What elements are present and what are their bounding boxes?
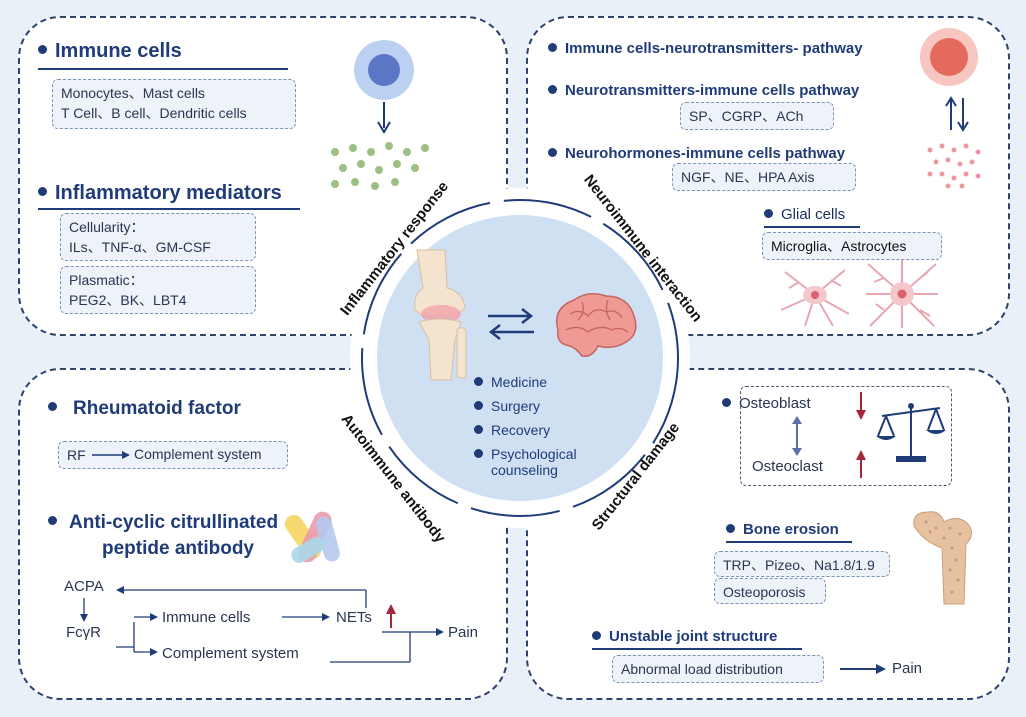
glial-cells-title: Glial cells [764,206,845,223]
osteoclast-label: Osteoclast [752,458,823,475]
complement-node: Complement system [162,645,299,662]
cellularity-box: Cellularity： ILs、TNF-α、GM-CSF [60,213,256,261]
brain-image [556,293,637,358]
abnormal-load-box: Abnormal load distribution [612,655,824,683]
accp-title-line2: peptide antibody [102,538,254,559]
femur-bone-image [913,511,972,605]
fcgr-label: FcγR [66,624,101,641]
pain-node-right: Pain [892,660,923,677]
center-item-recovery: Recovery [474,422,550,438]
immune-cells-title: Immune cells [38,40,182,63]
unstable-joint-title: Unstable joint structure [592,628,777,645]
osteoblast-down-arrow [856,392,866,420]
osteo-exchange-icon [792,416,802,456]
glial-underline [764,226,860,228]
rheumatoid-factor-title: Rheumatoid factor [48,398,241,420]
immune-cells-underline [38,68,288,70]
load-pain-arrow [840,664,886,674]
acpa-label: ACPA [64,578,104,595]
inflammatory-mediators-title: Inflammatory mediators [38,182,282,205]
bone-erosion-underline [726,541,852,543]
red-cell-image [920,28,978,86]
osteoporosis-box: Osteoporosis [714,578,826,604]
immune-cells-list: Monocytes、Mast cells T Cell、B cell、Dendr… [52,79,296,129]
exchange-vertical-icon [945,96,969,132]
pathway-2-title: Neurotransmitters-immune cells pathway [548,82,859,99]
immune-cell-image [354,40,414,134]
neuro-dots-image [927,143,981,189]
center-item-counseling: counseling [491,462,558,478]
bone-erosion-title: Bone erosion [726,521,839,538]
osteoclast-up-arrow [856,450,866,478]
pathway-1-title: Immune cells-neurotransmitters- pathway [548,40,863,57]
astrocyte-image [866,260,938,328]
unstable-underline [592,648,802,650]
pain-node-left: Pain [448,624,479,641]
exchange-arrows-icon [488,308,534,340]
immune-cells-node: Immune cells [162,609,251,626]
mediators-underline [38,208,300,210]
pathway-3-items: NGF、NE、HPA Axis [672,163,856,191]
center-item-surgery: Surgery [474,398,540,414]
center-item-medicine: Medicine [474,374,547,390]
antibody-image [284,511,340,563]
rf-flow-complement: Complement system [134,446,262,462]
nets-node: NETs [336,609,372,626]
bone-balance-box [740,386,952,486]
mediator-dots-image [331,142,429,190]
rf-flow-arrow [92,451,130,459]
bone-erosion-items: TRP、Pizeo、Na1.8/1.9 [714,551,890,577]
accp-title: Anti-cyclic citrullinated [48,510,278,536]
knee-joint-image [414,249,467,381]
microglia-image [780,269,850,327]
osteoblast-label: Osteoblast [722,395,811,412]
pathway-2-items: SP、CGRP、ACh [680,102,834,130]
center-item-psychological: Psychological [474,446,577,462]
balance-scale-icon [876,403,946,462]
plasmatic-box: Plasmatic： PEG2、BK、LBT4 [60,266,256,314]
glial-items: Microglia、Astrocytes [762,232,942,260]
pathway-3-title: Neurohormones-immune cells pathway [548,145,845,162]
